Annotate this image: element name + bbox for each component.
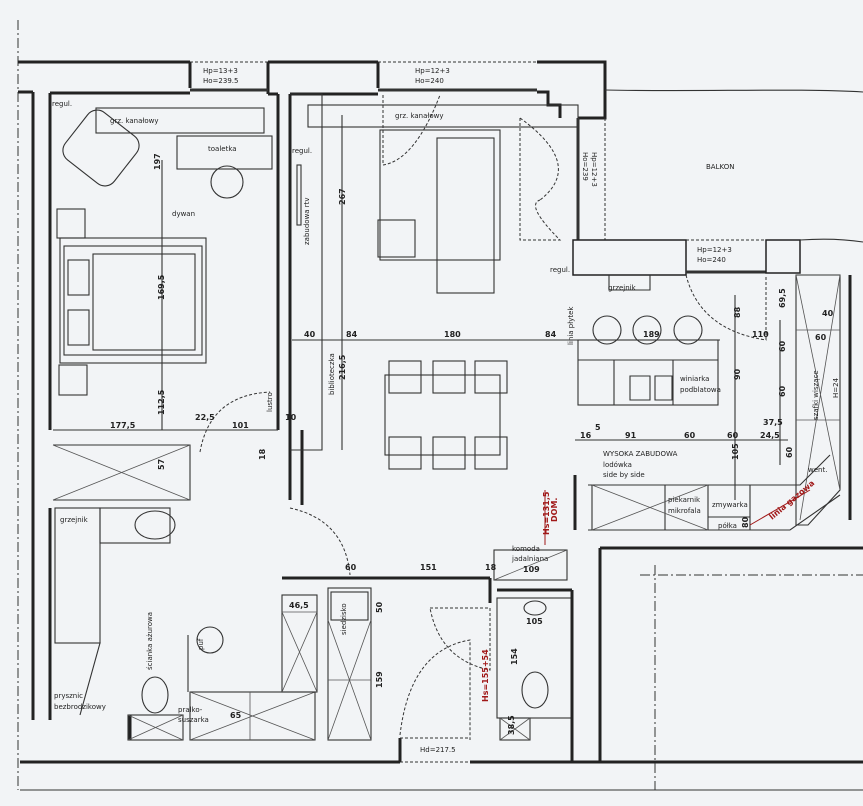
dimension: 177,5 — [110, 421, 136, 430]
window-height-label: Ho=240 — [697, 256, 726, 264]
bench-label: siedzisko — [340, 603, 348, 635]
fridge-label: side by side — [603, 471, 645, 479]
dimension: 169,5 — [157, 274, 166, 300]
tile-line-label: linia płytek — [567, 306, 575, 345]
dimension: 10 — [285, 413, 297, 422]
dimension: 88 — [733, 306, 742, 318]
dimension: 40 — [304, 330, 316, 339]
tall-units-label: WYSOKA ZABUDOWA — [603, 450, 678, 458]
dimension: 16 — [580, 431, 592, 440]
dimension: 60 — [345, 563, 357, 572]
regulator-label: regul. — [52, 100, 72, 108]
walls — [17, 20, 863, 791]
dimension: 69,5 — [778, 288, 787, 308]
radiator-label: grz. kanałowy — [395, 112, 444, 120]
dimension: 159 — [375, 671, 384, 688]
dimension: 105 — [526, 617, 543, 626]
dimension: 46,5 — [289, 601, 309, 610]
openwork-wall-label: ścianka ażurowa — [146, 612, 154, 670]
dimension: 38,5 — [507, 715, 516, 735]
door-height-label: Hd=217.5 — [420, 746, 456, 754]
dimension: 37,5 — [763, 418, 783, 427]
dimension: 84 — [346, 330, 358, 339]
wine-cooler-label: podblatowa — [680, 386, 721, 394]
dimension: 22,5 — [195, 413, 215, 422]
washer-dryer-label: pralko- — [178, 706, 203, 714]
socket-height-label: DOM. — [550, 498, 559, 522]
dimension: 60 — [815, 333, 827, 342]
shower-label: bezbrodzikowy — [54, 703, 106, 711]
dimension: 65 — [230, 711, 242, 720]
dimension: 151 — [420, 563, 437, 572]
cabinet-height-label: H=24 — [832, 377, 840, 398]
tv-unit-label: zabudowa rtv — [303, 197, 311, 245]
dimension: 24,5 — [760, 431, 780, 440]
wine-cooler-label: winiarka — [680, 375, 709, 383]
dimension: 18 — [485, 563, 497, 572]
washer-dryer-label: suszarka — [178, 716, 209, 724]
socket-height-label: Hs=155+54 — [481, 649, 490, 702]
regulator-label: regul. — [292, 147, 312, 155]
dimension: 267 — [338, 188, 347, 205]
regulator-label: regul. — [550, 266, 570, 274]
dimension: 60 — [778, 340, 787, 352]
dimension: 110 — [752, 330, 769, 339]
dimension: 90 — [733, 368, 742, 380]
dimension: 154 — [510, 648, 519, 665]
dimension: 91 — [625, 431, 637, 440]
dimension: 60 — [785, 446, 794, 458]
pouf-label: puf — [197, 638, 205, 650]
dimension: 197 — [153, 153, 162, 170]
dimension: 180 — [444, 330, 461, 339]
oven-label: mikrofala — [668, 507, 701, 515]
dimension: 80 — [741, 516, 750, 528]
mirror-label: lustro — [266, 392, 274, 412]
window-height-label: Hp=12+3 — [697, 246, 732, 254]
dimension: 60 — [684, 431, 696, 440]
dimension: 84 — [545, 330, 557, 339]
dimension: 50 — [375, 601, 384, 613]
balcony-label: BALKON — [706, 163, 734, 171]
sideboard-label: komoda — [512, 545, 540, 553]
dimension: 101 — [232, 421, 249, 430]
dimension: 105 — [731, 443, 740, 460]
dimension: 5 — [595, 423, 601, 432]
dimension: 57 — [157, 459, 166, 470]
dimension: 40 — [822, 309, 834, 318]
socket-height-label: Hs=131,5 — [542, 491, 551, 535]
window-height-label: Hp=12+3 — [415, 67, 450, 75]
window-height-label: Ho=239 — [581, 152, 589, 181]
window-height-label: Hp=12+3 — [590, 152, 598, 187]
radiator-label: grzejnik — [608, 284, 637, 292]
dimension: 18 — [258, 448, 267, 460]
dimension: 60 — [727, 431, 739, 440]
window-height-label: Hp=13+3 — [203, 67, 238, 75]
bookcase-label: biblioteczka — [328, 353, 336, 395]
dishwasher-label: zmywarka — [712, 501, 748, 509]
vent-label: went. — [808, 466, 827, 474]
dressing-table-label: toaletka — [208, 145, 237, 153]
window-height-label: Ho=239.5 — [203, 77, 238, 85]
rug-label: dywan — [172, 210, 195, 218]
dimension: 216,5 — [338, 354, 347, 380]
dimension: 60 — [778, 385, 787, 397]
shelf-label: półka — [718, 522, 737, 530]
shower-label: prysznic — [54, 692, 83, 700]
radiator-label: grz. kanałowy — [110, 117, 159, 125]
radiator-label: grzejnik — [60, 516, 89, 524]
oven-label: piekarnik — [668, 496, 701, 504]
dimension: 112,5 — [157, 389, 166, 415]
fridge-label: lodówka — [603, 461, 632, 469]
window-height-label: Ho=240 — [415, 77, 444, 85]
sideboard-label: jadalniana — [511, 555, 548, 563]
wall-cabinets-label: szafki wiszące — [812, 370, 820, 420]
dimension: 189 — [643, 330, 660, 339]
dimension: 109 — [523, 565, 540, 574]
